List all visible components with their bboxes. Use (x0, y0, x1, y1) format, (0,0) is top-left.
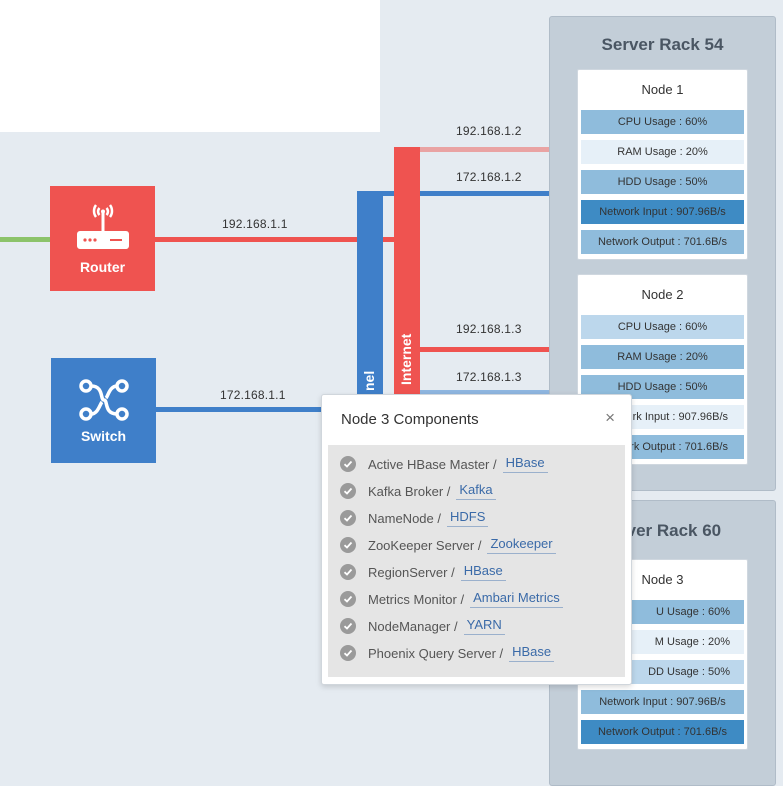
cpu-usage: CPU Usage : 60% (581, 110, 744, 134)
node3-components-popup: Node 3 Components × Active HBase Master … (321, 394, 632, 685)
router-label: Router (79, 258, 126, 275)
component-name: Active HBase Master / (368, 456, 497, 472)
uplink-line (0, 237, 50, 242)
component-row: ZooKeeper Server / Zookeeper (340, 536, 556, 554)
service-link[interactable]: Zookeeper (487, 536, 556, 554)
internal-bus-label: nel (361, 370, 377, 391)
canvas-panel (0, 0, 380, 132)
router-device[interactable]: Router (50, 186, 155, 291)
component-row: Phoenix Query Server / HBase (340, 644, 555, 662)
node1-internet-ip-label: 192.168.1.2 (456, 124, 522, 138)
component-name: NameNode / (368, 510, 441, 526)
component-name: RegionServer / (368, 564, 455, 580)
node2-internal-ip-label: 172.168.1.3 (456, 370, 522, 384)
component-row: RegionServer / HBase (340, 563, 506, 581)
network-input: Network Input : 907.96B/s (581, 690, 744, 714)
check-circle-icon (340, 537, 356, 553)
rack-title: rver Rack 60 (620, 521, 722, 540)
cpu-usage: CPU Usage : 60% (581, 315, 744, 339)
router-icon (76, 203, 129, 249)
component-name: Phoenix Query Server / (368, 645, 504, 661)
node2-internal-line (420, 390, 550, 395)
component-row: NameNode / HDFS (340, 509, 489, 527)
check-circle-icon (340, 564, 356, 580)
rack-title: Server Rack 54 (601, 35, 724, 54)
node-title: Node 3 (641, 572, 684, 587)
component-name: Kafka Broker / (368, 483, 451, 499)
component-row: NodeManager / YARN (340, 617, 505, 635)
check-circle-icon (340, 456, 356, 472)
router-link-line (155, 237, 395, 242)
check-circle-icon (340, 618, 356, 634)
switch-label: Switch (80, 427, 127, 444)
check-circle-icon (340, 645, 356, 661)
network-output: Network Output : 701.6B/s (581, 230, 744, 254)
internal-bus: nel (357, 191, 383, 411)
node1-internet-line (420, 147, 550, 152)
internet-bus-label: Internet (398, 333, 414, 385)
internet-bus: Internet (394, 147, 420, 411)
service-link[interactable]: HBase (460, 563, 506, 581)
switch-device[interactable]: Switch (51, 358, 156, 463)
service-link[interactable]: Ambari Metrics (470, 590, 563, 608)
component-name: ZooKeeper Server / (368, 537, 482, 553)
node2-internet-line (420, 347, 550, 352)
popup-title: Node 3 Components (341, 411, 479, 428)
component-name: NodeManager / (368, 618, 458, 634)
check-circle-icon (340, 591, 356, 607)
switch-link-line (156, 407, 358, 412)
network-input: Network Input : 907.96B/s (581, 200, 744, 224)
service-link[interactable]: HDFS (446, 509, 489, 527)
component-row: Kafka Broker / Kafka (340, 482, 496, 500)
check-circle-icon (340, 510, 356, 526)
hdd-usage: HDD Usage : 50% (581, 170, 744, 194)
node1-internal-line (383, 191, 550, 196)
ram-usage: RAM Usage : 20% (581, 345, 744, 369)
component-name: Metrics Monitor / (368, 591, 465, 607)
close-icon[interactable]: × (605, 408, 615, 427)
service-link[interactable]: HBase (502, 455, 548, 473)
check-circle-icon (340, 483, 356, 499)
router-ip-label: 192.168.1.1 (222, 217, 288, 231)
service-link[interactable]: Kafka (456, 482, 496, 500)
node-1-card[interactable]: Node 1 CPU Usage : 60% RAM Usage : 20% H… (577, 69, 748, 260)
node-title: Node 2 (641, 287, 684, 302)
node2-internet-ip-label: 192.168.1.3 (456, 322, 522, 336)
node-title: Node 1 (641, 82, 684, 97)
node1-internal-ip-label: 172.168.1.2 (456, 170, 522, 184)
switch-ip-label: 172.168.1.1 (220, 388, 286, 402)
switch-icon (78, 378, 129, 421)
components-list: Active HBase Master / HBase Kafka Broker… (328, 445, 625, 677)
service-link[interactable]: YARN (463, 617, 505, 635)
service-link[interactable]: HBase (509, 644, 555, 662)
component-row: Metrics Monitor / Ambari Metrics (340, 590, 563, 608)
network-output: Network Output : 701.6B/s (581, 720, 744, 744)
ram-usage: RAM Usage : 20% (581, 140, 744, 164)
component-row: Active HBase Master / HBase (340, 455, 548, 473)
